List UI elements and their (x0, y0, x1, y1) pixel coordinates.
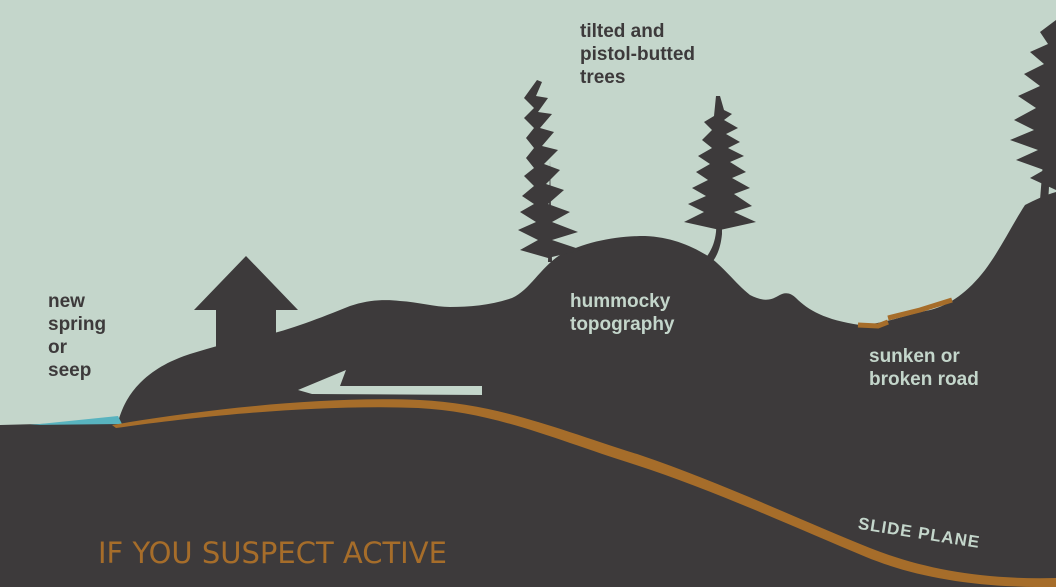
label-hummocky-topography: hummocky topography (570, 291, 675, 335)
label-sunken-road: sunken or broken road (869, 346, 979, 390)
landslide-ground (0, 192, 1056, 587)
pistol-butted-tree (684, 96, 756, 274)
uplift-arrow (194, 256, 298, 357)
section-heading: IF YOU SUSPECT ACTIVE (98, 536, 447, 570)
slide-plane-line (112, 399, 1056, 587)
movement-arrow (298, 370, 482, 395)
tilted-tree-left (518, 80, 582, 262)
spring-water (30, 416, 122, 425)
broken-road (887, 297, 953, 321)
label-new-spring: new spring or seep (48, 291, 107, 381)
sunken-road (857, 319, 889, 329)
label-tilted-trees: tilted and pistol-butted trees (580, 21, 696, 88)
tilted-tree-right (1010, 20, 1056, 204)
